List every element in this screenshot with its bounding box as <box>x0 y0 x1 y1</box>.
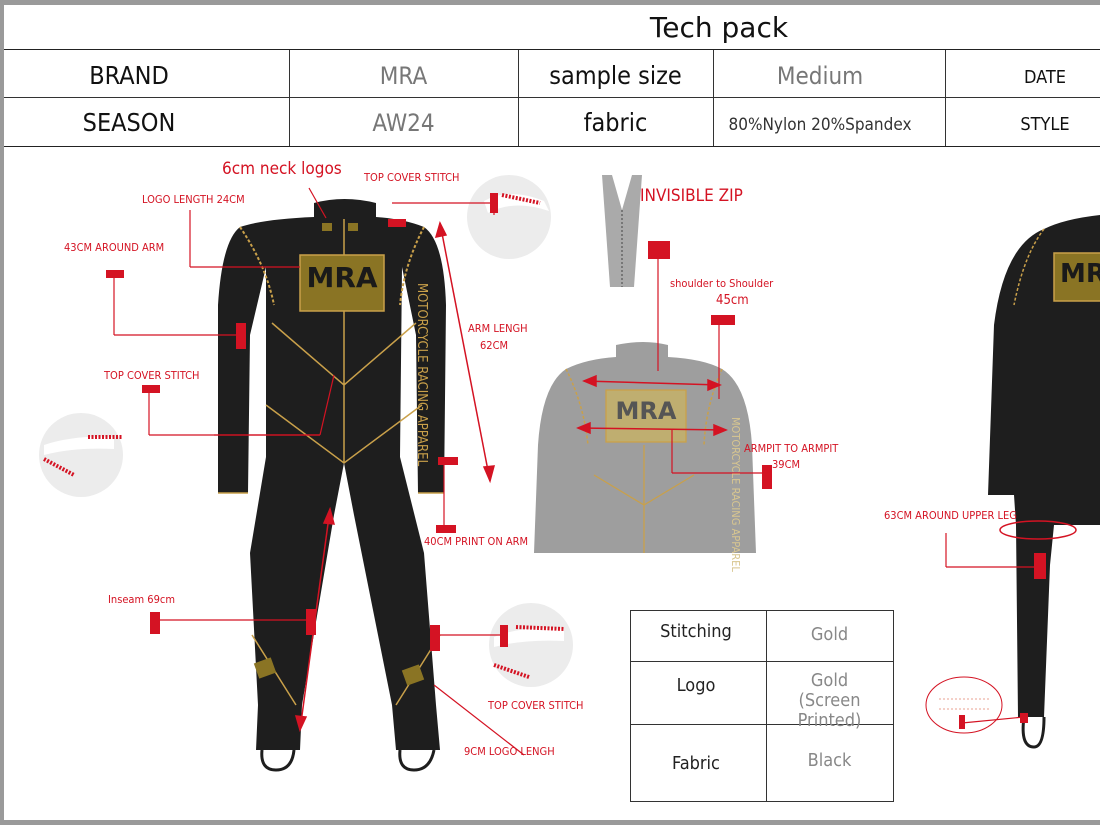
annotation-markers <box>106 193 1046 729</box>
arm-length-label: ARM LENGH <box>468 322 528 335</box>
top-cover-stitch-neck-label: TOP COVER STITCH <box>364 171 460 184</box>
season-value: AW24 <box>372 108 435 137</box>
sample-size-value: Medium <box>776 61 864 90</box>
header-table: BRAND MRA sample size Medium DATE SEASON… <box>4 49 1100 147</box>
side-suit <box>925 215 1100 749</box>
top-cover-stitch-leg-label: TOP COVER STITCH <box>488 699 584 712</box>
spec-value-logo: Gold (Screen Printed) <box>797 670 862 731</box>
zipper <box>602 175 642 287</box>
header-col-divider <box>518 50 519 146</box>
tech-pack-sheet: Tech pack BRAND MRA sample size Medium D… <box>4 5 1100 820</box>
spec-table: Stitching Gold Logo Gold (Screen Printed… <box>630 610 894 802</box>
header-col-divider <box>945 50 946 146</box>
header-row-divider <box>4 97 1100 98</box>
shoulder-label: shoulder to Shoulder <box>670 277 774 290</box>
back-logo-print: MRA <box>615 397 677 425</box>
spec-value-fabric: Black <box>807 750 852 771</box>
fabric-label: fabric <box>583 108 648 137</box>
neck-logos-label: 6cm neck logos <box>222 159 342 179</box>
season-label: SEASON <box>82 108 176 137</box>
style-label: STYLE <box>1020 114 1070 135</box>
brand-value: MRA <box>379 61 428 90</box>
page-title: Tech pack <box>649 11 789 44</box>
around-arm-label: 43CM AROUND ARM <box>64 241 165 254</box>
arm-length-value: 62CM <box>480 339 509 352</box>
invisible-zip-label: INVISIBLE ZIP <box>640 186 743 206</box>
spec-col-divider <box>766 611 767 801</box>
logo-length-label: LOGO LENGTH 24CM <box>142 193 245 206</box>
spec-value-stitching: Gold <box>810 624 849 645</box>
print-on-arm-label: 40CM PRINT ON ARM <box>424 535 529 548</box>
spec-key-logo: Logo <box>676 675 716 696</box>
back-suit <box>534 342 756 553</box>
logo-length-leg-label: 9CM LOGO LENGH <box>464 745 555 758</box>
armpit-label: ARMPIT TO ARMPIT <box>744 442 839 455</box>
sleeve-print: MOTORCYCLE RACING APPAREL <box>414 283 429 467</box>
upper-leg-label: 63CM AROUND UPPER LEG <box>884 509 1017 522</box>
header-col-divider <box>289 50 290 146</box>
header-col-divider <box>713 50 714 146</box>
spec-key-stitching: Stitching <box>660 621 732 642</box>
fabric-value: 80%Nylon 20%Spandex <box>728 114 912 135</box>
shoulder-value: 45cm <box>716 293 749 308</box>
stitch-details <box>39 175 573 687</box>
armpit-value: 39CM <box>772 458 801 471</box>
brand-label: BRAND <box>89 61 169 90</box>
spec-row-divider <box>631 661 893 662</box>
back-sleeve-print: MOTORCYCLE RACING APPAREL <box>729 417 742 572</box>
spec-key-fabric: Fabric <box>672 753 720 774</box>
spec-row-divider <box>631 724 893 725</box>
inseam-label: Inseam 69cm <box>108 593 175 606</box>
sample-size-label: sample size <box>549 61 682 90</box>
garment-illustration <box>39 175 1100 772</box>
date-label: DATE <box>1024 67 1066 88</box>
front-suit <box>218 199 446 772</box>
top-cover-stitch-waist-label: TOP COVER STITCH <box>104 369 200 382</box>
chest-logo-print: MRA <box>306 261 378 294</box>
side-logo-print: MRA <box>1060 259 1100 289</box>
annotation-leaders <box>113 187 1036 756</box>
